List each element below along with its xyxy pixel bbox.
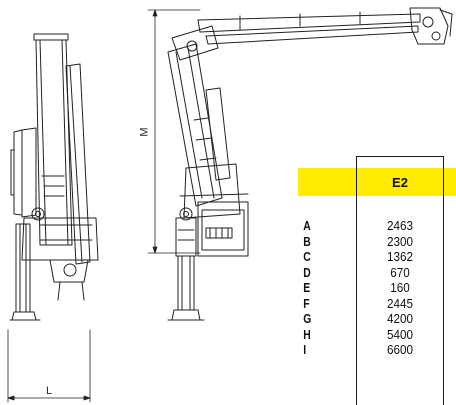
table-row: G 4200 [300, 311, 450, 327]
row-key: E [303, 280, 311, 296]
table-row: H 5400 [300, 327, 450, 343]
table-row: B 2300 [300, 234, 450, 250]
row-value: 5400 [386, 326, 414, 342]
dimension-m-label: M [138, 127, 151, 137]
row-value: 2463 [386, 218, 414, 234]
dimension-l [7, 329, 91, 403]
row-key: B [303, 233, 311, 249]
row-value: 2445 [386, 295, 414, 311]
crane-front-view [167, 7, 453, 321]
table-header-band [298, 168, 456, 196]
dimension-m [147, 9, 201, 254]
row-value: 160 [390, 280, 410, 296]
row-key: I [303, 342, 307, 358]
row-key: H [303, 326, 311, 342]
dimension-l-label: L [46, 385, 53, 397]
table-row: E 160 [300, 280, 450, 296]
row-key: A [303, 218, 311, 234]
table-row: I 6600 [300, 342, 450, 358]
table-row: A 2463 [300, 218, 450, 234]
column-header-e2: E2 [392, 174, 408, 190]
table-row: C 1362 [300, 249, 450, 265]
spec-table-column-box [356, 156, 444, 405]
row-key: D [303, 264, 311, 280]
row-value: 1362 [386, 249, 414, 265]
row-key: C [303, 249, 311, 265]
row-key: F [303, 295, 310, 311]
row-value: 670 [390, 264, 410, 280]
table-row: F 2445 [300, 296, 450, 312]
row-value: 2300 [386, 233, 414, 249]
row-key: G [303, 311, 312, 327]
row-value: 6600 [386, 342, 414, 358]
table-row: D 670 [300, 265, 450, 281]
row-value: 4200 [386, 311, 414, 327]
crane-side-view [9, 33, 99, 321]
